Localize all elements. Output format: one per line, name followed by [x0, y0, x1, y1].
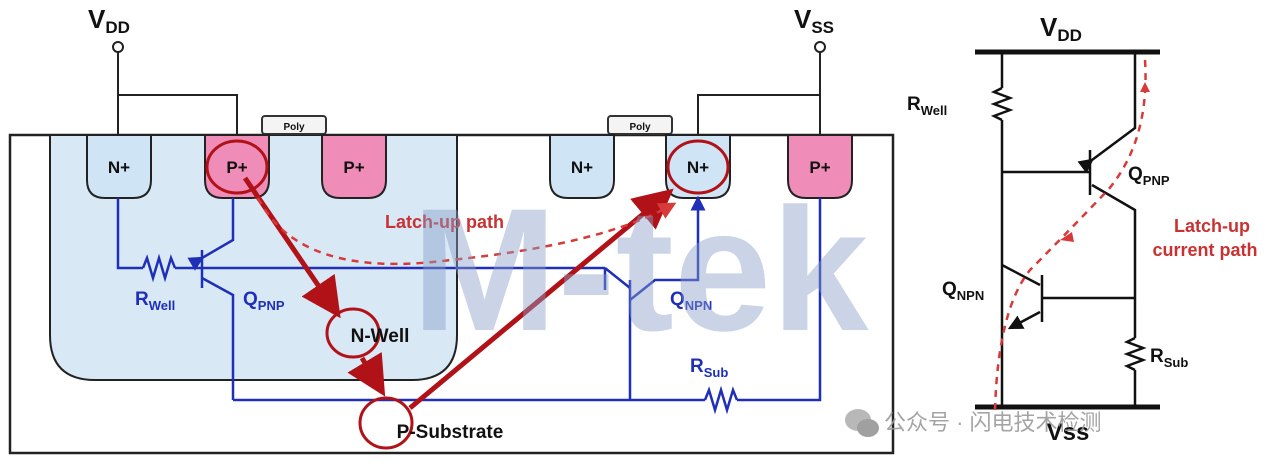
- wechat-icon: [845, 409, 879, 437]
- qnpn-label: QNPN: [670, 289, 712, 313]
- poly-gate-left: [261, 115, 327, 135]
- pplus-3-label: P+: [809, 158, 830, 177]
- pplus-1-label: P+: [226, 158, 247, 177]
- cross-section: VDD VSS Poly Poly N+ P+ P+ N+ N+ P+ N-We…: [8, 4, 895, 455]
- qpnp-label: QPNP: [243, 289, 285, 313]
- vss-label: VSS: [794, 4, 834, 37]
- sch-vdd-label: VDD: [1040, 12, 1082, 45]
- sch-vss-label: Vss: [1047, 419, 1090, 446]
- diff-pplus-1: [204, 134, 270, 199]
- vdd-label: VDD: [88, 4, 130, 37]
- diff-nplus-1: [86, 134, 152, 199]
- latchup-current-dashed: [993, 59, 1147, 411]
- vdd-terminal: [112, 41, 124, 53]
- rsub-label: RSub: [690, 356, 728, 380]
- rsub-resistor: [703, 385, 739, 415]
- diff-pplus-2: [321, 134, 387, 199]
- sch-rsub-label: RSub: [1150, 346, 1188, 370]
- vss-terminal: [814, 41, 826, 53]
- sch-latchup-label-2: current path: [1152, 240, 1257, 260]
- watermark-source: 公众号 · 闪电技术检测: [884, 410, 1102, 435]
- circle-nwell: [325, 307, 381, 359]
- diff-nplus-3: [665, 134, 731, 199]
- nplus-1-label: N+: [108, 158, 130, 177]
- circle-nplus: [666, 139, 730, 195]
- poly-left-label: Poly: [283, 122, 305, 133]
- sch-rwell-resistor: [990, 86, 1014, 122]
- rwell-resistor: [141, 253, 177, 283]
- circle-psub: [358, 396, 414, 450]
- nplus-3-label: N+: [687, 158, 709, 177]
- psub-label: P-Substrate: [397, 422, 504, 443]
- diff-nplus-2: [549, 134, 615, 199]
- diff-pplus-3: [787, 134, 853, 199]
- latchup-path-label: Latch-up path: [385, 212, 504, 232]
- poly-gate-right: [607, 115, 673, 135]
- sch-qpnp-label: QPNP: [1128, 164, 1170, 188]
- nplus-2-label: N+: [571, 158, 593, 177]
- rwell-label: RWell: [135, 289, 175, 313]
- watermark-logo: M-tek: [412, 173, 870, 368]
- latchup-dashed-path: [256, 197, 677, 266]
- poly-right-label: Poly: [629, 122, 651, 133]
- sch-rwell-label: RWell: [907, 94, 947, 118]
- equivalent-circuit: [116, 195, 822, 415]
- sch-rsub-resistor: [1123, 336, 1147, 372]
- sch-latchup-label-1: Latch-up: [1174, 216, 1250, 236]
- schematic: VDD Vss RWell QPNP QNPN RSub Latch-up cu…: [907, 12, 1258, 446]
- circle-pplus: [205, 139, 269, 195]
- nwell-label: N-Well: [351, 326, 410, 347]
- pplus-2-label: P+: [343, 158, 364, 177]
- sch-qnpn-label: QNPN: [942, 279, 984, 303]
